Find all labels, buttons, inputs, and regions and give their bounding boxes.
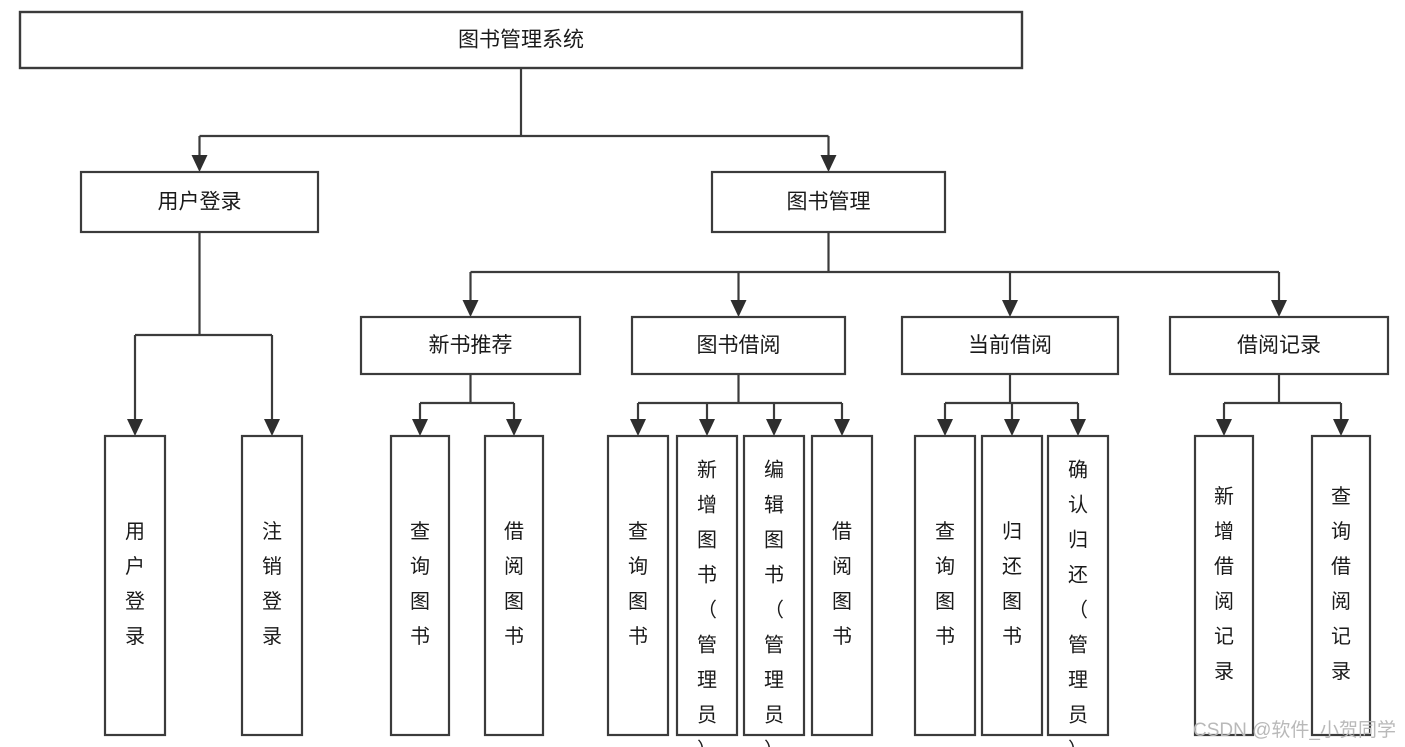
node-leaf-11[interactable]: 新增借阅记录 bbox=[1193, 434, 1255, 737]
level3-label: 图书借阅 bbox=[697, 334, 781, 357]
level3-label: 新书推荐 bbox=[429, 334, 513, 357]
node-level2-1[interactable]: 图书管理 bbox=[710, 170, 947, 234]
leaf-label: 新增借阅记录 bbox=[1214, 485, 1234, 683]
level3-box[interactable] bbox=[359, 315, 582, 376]
book-mgmt-arrow bbox=[1002, 300, 1018, 317]
connector-lines bbox=[127, 68, 1349, 436]
leaf-label: 编辑图书（管理员） bbox=[764, 459, 784, 747]
leaf-label: 新增图书（管理员） bbox=[697, 459, 717, 747]
level2-box[interactable] bbox=[710, 170, 947, 234]
leaf-box[interactable] bbox=[240, 434, 304, 737]
level2-box[interactable] bbox=[79, 170, 320, 234]
leaf-box[interactable] bbox=[913, 434, 977, 737]
leaf-box[interactable] bbox=[389, 434, 451, 737]
root-arrow bbox=[191, 155, 208, 172]
node-level3-2[interactable]: 当前借阅 bbox=[900, 315, 1120, 376]
node-leaf-12[interactable]: 查询借阅记录 bbox=[1310, 434, 1372, 737]
book-mgmt-arrow bbox=[462, 300, 479, 317]
leaf-label: 借阅图书 bbox=[832, 520, 852, 648]
node-leaf-1[interactable]: 注销登录 bbox=[240, 434, 304, 737]
leaf-label: 归还图书 bbox=[1002, 520, 1022, 648]
node-root[interactable]: 图书管理系统 bbox=[18, 10, 1024, 70]
node-leaf-8[interactable]: 查询图书 bbox=[913, 434, 977, 737]
node-level3-1[interactable]: 图书借阅 bbox=[630, 315, 847, 376]
l3-3-arrow bbox=[1333, 419, 1349, 436]
level3-box[interactable] bbox=[630, 315, 847, 376]
l3-2-arrow bbox=[1070, 419, 1086, 436]
leaf-box[interactable] bbox=[1193, 434, 1255, 737]
leaf-label: 确认归还（管理员） bbox=[1068, 459, 1088, 747]
l3-0-arrow bbox=[412, 419, 428, 436]
level2-label: 用户登录 bbox=[158, 191, 242, 214]
book-mgmt-arrow bbox=[730, 300, 747, 317]
root-arrow bbox=[820, 155, 837, 172]
node-leaf-7[interactable]: 借阅图书 bbox=[810, 434, 874, 737]
leaf-box[interactable] bbox=[483, 434, 545, 737]
node-leaf-6[interactable]: 编辑图书（管理员） bbox=[742, 434, 806, 747]
node-leaf-2[interactable]: 查询图书 bbox=[389, 434, 451, 737]
level3-label: 借阅记录 bbox=[1237, 334, 1321, 357]
user-login-arrow bbox=[264, 419, 280, 436]
leaf-label: 注销登录 bbox=[262, 520, 282, 648]
l3-1-arrow bbox=[766, 419, 782, 436]
node-level2-0[interactable]: 用户登录 bbox=[79, 170, 320, 234]
leaf-box[interactable] bbox=[1310, 434, 1372, 737]
leaf-label: 查询图书 bbox=[628, 520, 648, 648]
leaf-box[interactable] bbox=[810, 434, 874, 737]
l3-2-arrow bbox=[937, 419, 953, 436]
level3-box[interactable] bbox=[1168, 315, 1390, 376]
node-leaf-0[interactable]: 用户登录 bbox=[103, 434, 167, 737]
leaf-box[interactable] bbox=[980, 434, 1044, 737]
l3-1-arrow bbox=[699, 419, 715, 436]
level3-label: 当前借阅 bbox=[968, 334, 1052, 357]
leaf-label: 借阅图书 bbox=[504, 520, 524, 648]
book-mgmt-arrow bbox=[1271, 300, 1287, 317]
leaf-label: 查询图书 bbox=[935, 520, 955, 648]
leaf-box[interactable] bbox=[606, 434, 670, 737]
level3-nodes: 新书推荐 图书借阅 当前借阅 借阅记录 bbox=[359, 315, 1390, 376]
l3-2-arrow bbox=[1004, 419, 1020, 436]
level3-box[interactable] bbox=[900, 315, 1120, 376]
leaf-box[interactable] bbox=[675, 434, 739, 737]
node-leaf-5[interactable]: 新增图书（管理员） bbox=[675, 434, 739, 747]
root-node-label: 图书管理系统 bbox=[458, 29, 584, 52]
user-login-arrow bbox=[127, 419, 143, 436]
node-leaf-4[interactable]: 查询图书 bbox=[606, 434, 670, 737]
leaf-nodes: 用户登录 注销登录 查询图书 借阅图书 查询图书 新增图书（管理员） 编辑图书（管理员） 借阅… bbox=[103, 434, 1372, 747]
node-leaf-3[interactable]: 借阅图书 bbox=[483, 434, 545, 737]
leaf-box[interactable] bbox=[1046, 434, 1110, 737]
leaf-label: 查询图书 bbox=[410, 520, 430, 648]
leaf-box[interactable] bbox=[742, 434, 806, 737]
l3-3-arrow bbox=[1216, 419, 1232, 436]
node-level3-3[interactable]: 借阅记录 bbox=[1168, 315, 1390, 376]
l3-1-arrow bbox=[630, 419, 646, 436]
node-level3-0[interactable]: 新书推荐 bbox=[359, 315, 582, 376]
csdn-watermark: CSDN @软件_小贺同学 bbox=[1193, 719, 1396, 741]
leaf-label: 用户登录 bbox=[125, 521, 145, 648]
level2-nodes: 用户登录 图书管理 bbox=[79, 170, 947, 234]
node-leaf-9[interactable]: 归还图书 bbox=[980, 434, 1044, 737]
leaf-box[interactable] bbox=[103, 434, 167, 737]
root-node-box[interactable] bbox=[18, 10, 1024, 70]
level2-label: 图书管理 bbox=[787, 191, 871, 214]
node-leaf-10[interactable]: 确认归还（管理员） bbox=[1046, 434, 1110, 747]
leaf-label: 查询借阅记录 bbox=[1331, 485, 1351, 683]
l3-1-arrow bbox=[834, 419, 850, 436]
l3-0-arrow bbox=[506, 419, 522, 436]
